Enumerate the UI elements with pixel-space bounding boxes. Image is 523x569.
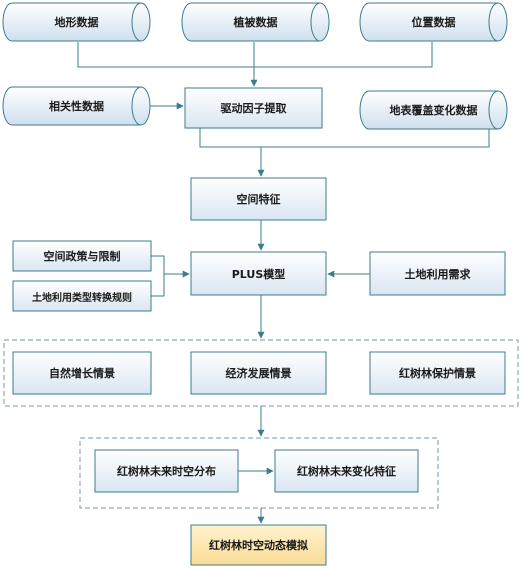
location-data-cylinder <box>359 2 508 42</box>
correlation-data-cylinder <box>2 86 151 126</box>
terrain-data-cylinder <box>2 2 151 42</box>
plus-model-box <box>190 251 327 296</box>
future-distribution-box <box>94 449 239 493</box>
economic-development-box <box>190 351 327 395</box>
mangrove-protection-box <box>369 351 506 395</box>
future-group <box>79 437 439 509</box>
driver-extraction-box <box>184 87 323 129</box>
future-change-box <box>274 449 419 493</box>
natural-growth-box <box>12 351 152 395</box>
spatial-features-box <box>190 177 327 221</box>
vegetation-data-cylinder <box>181 2 330 42</box>
connectors <box>77 42 490 524</box>
surface-change-data-cylinder <box>359 90 508 130</box>
policy-limits-box <box>12 240 152 272</box>
final-simulation-box <box>190 524 327 566</box>
conversion-rules-box <box>12 280 152 312</box>
land-demand-box <box>369 251 506 296</box>
